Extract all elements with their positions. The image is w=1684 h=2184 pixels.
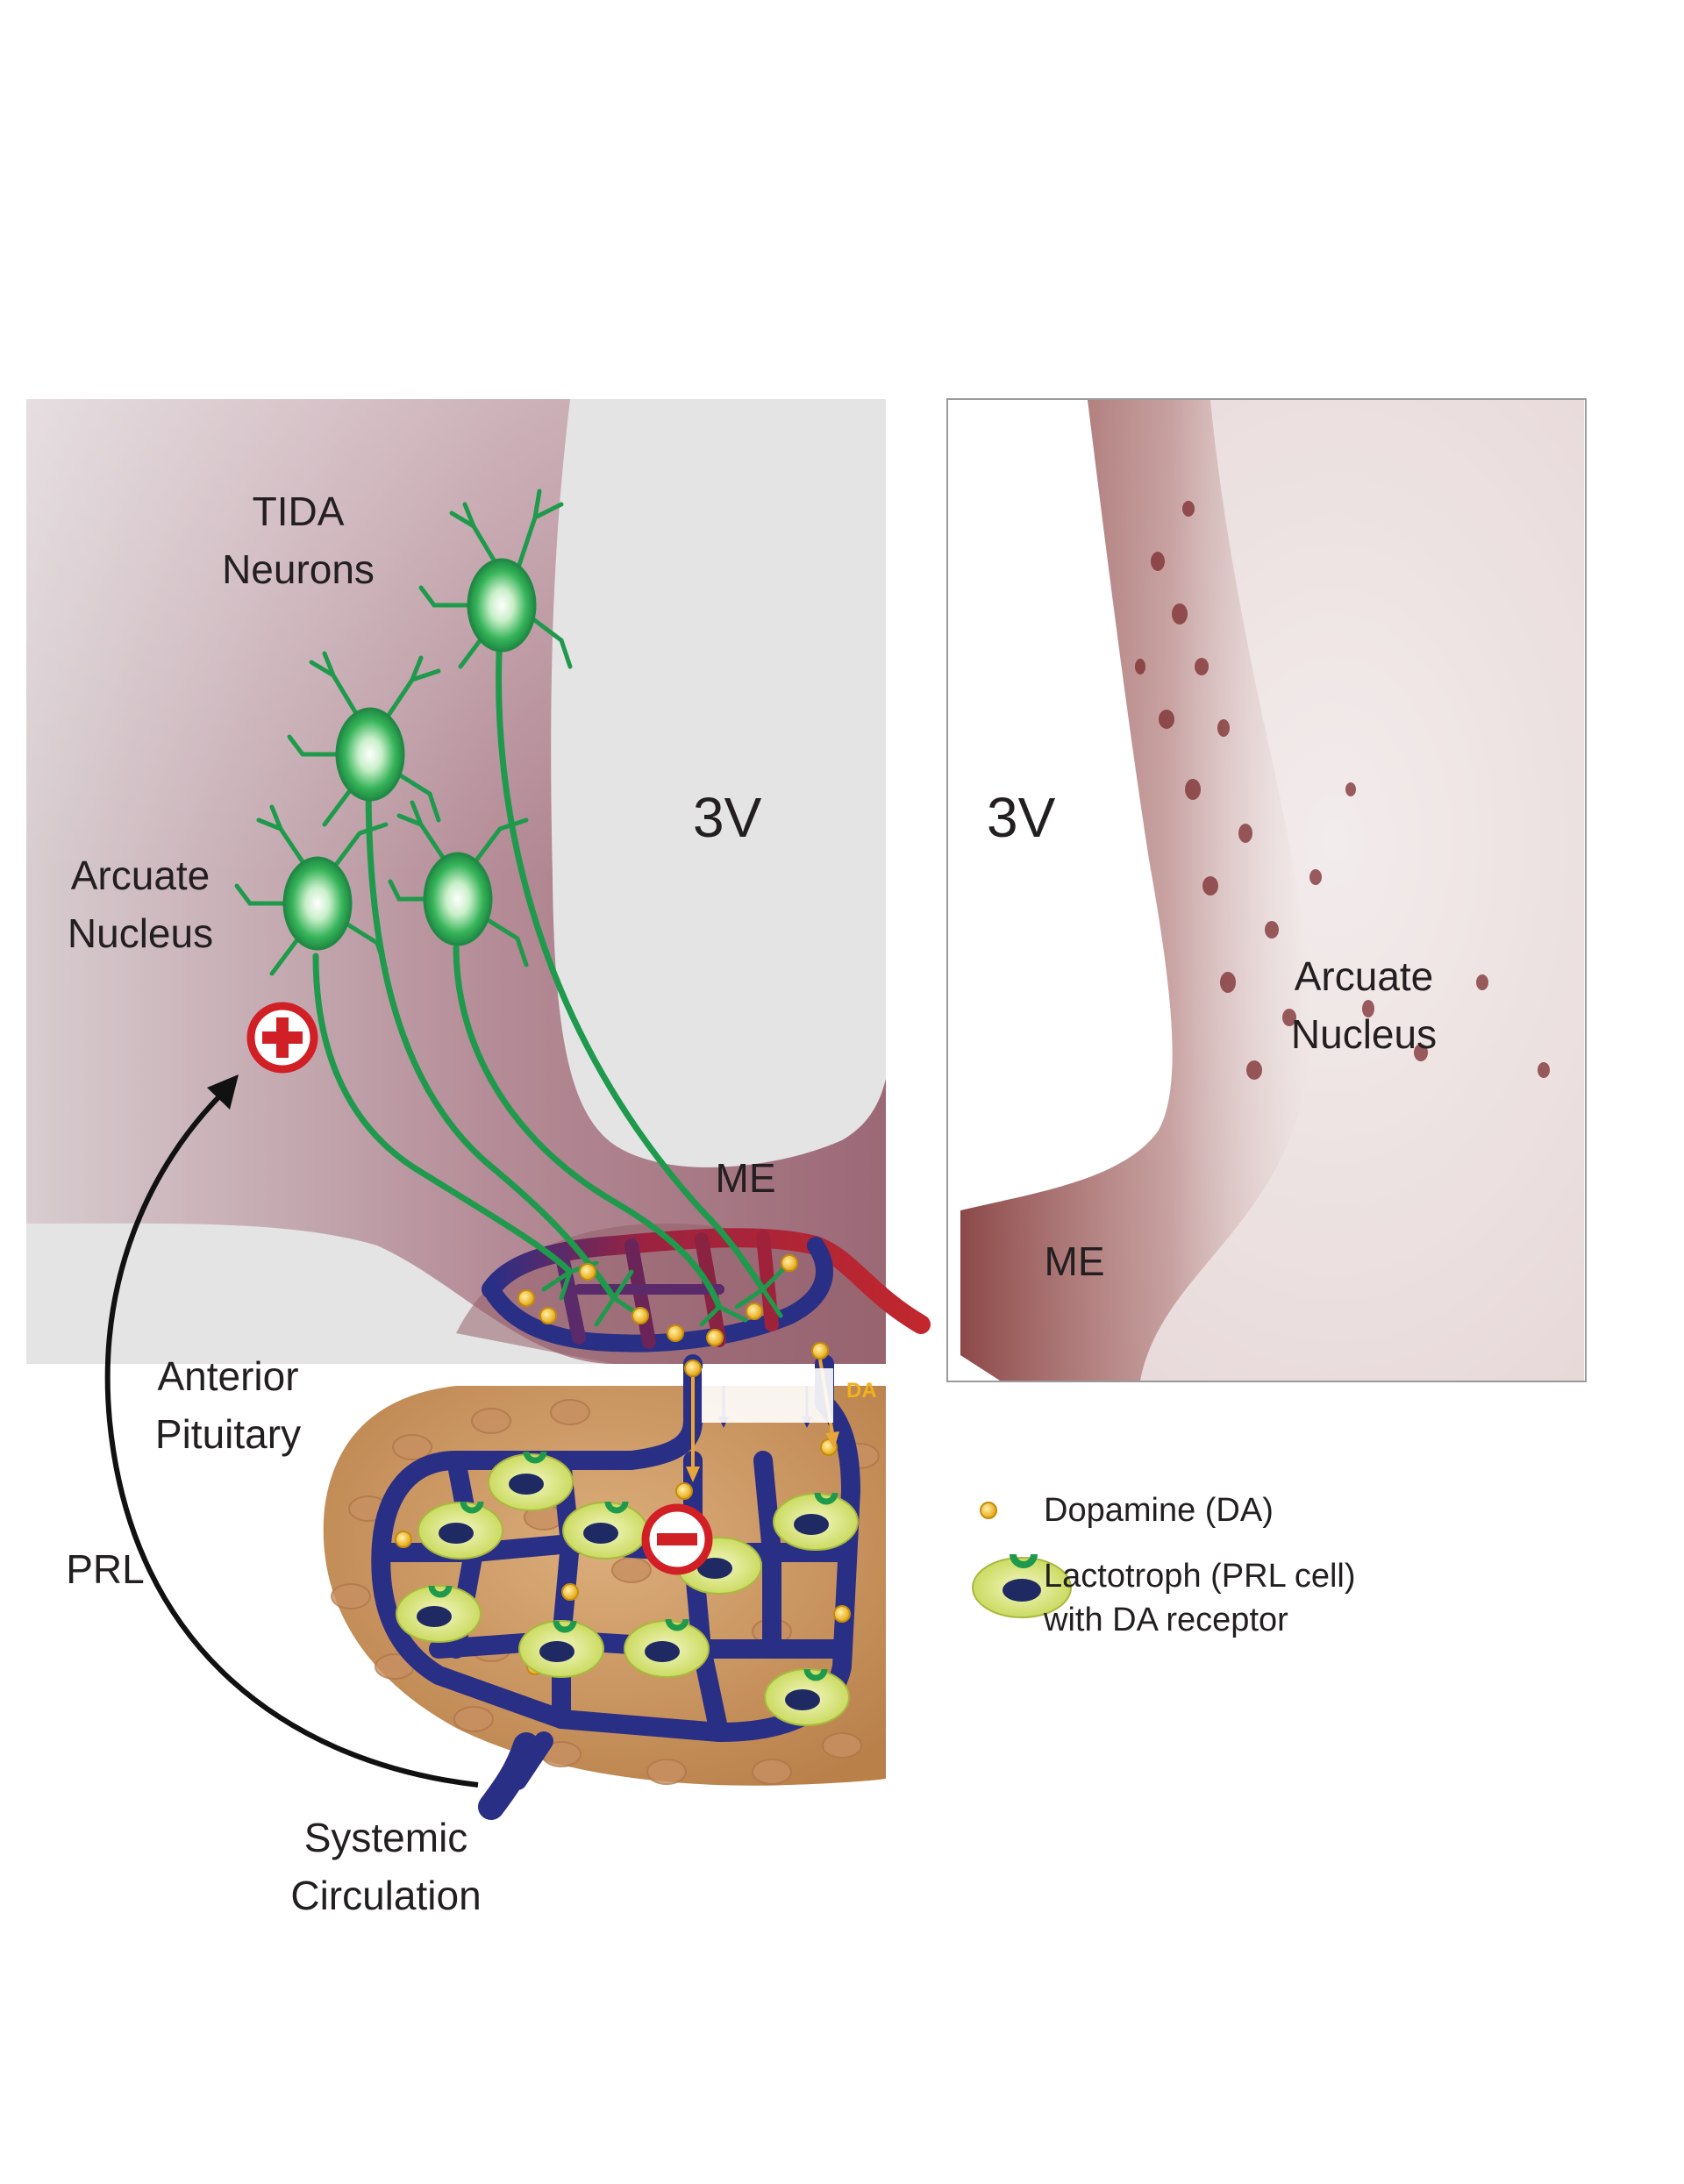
lactotroph-cell [764,1668,850,1726]
lactotroph-cell [773,1492,859,1551]
lactotroph-cell [488,1451,574,1511]
prl-arrowhead [207,1074,239,1110]
arcuate-label-right-line2: Nucleus [1290,1011,1438,1057]
tissue-highlight [26,399,570,877]
ventricle-label-right: 3V [987,786,1056,849]
tida-axons [312,632,767,1310]
legend-icons [972,1502,1072,1618]
lactotroph-cell [518,1620,604,1678]
median-eminence-label-left: ME [715,1155,776,1201]
histology-staining-band [960,400,1310,1381]
dopamine-legend-icon [980,1502,997,1519]
pituitary-background-cells [331,1399,880,1785]
lactotroph-cell [417,1501,503,1559]
prl-label: PRL [66,1546,145,1592]
stained-cell-bodies [1135,501,1550,1080]
lactotroph-cell [396,1585,482,1643]
ventricle-label-left: 3V [693,786,762,849]
lactotroph-legend-icon [972,1553,1072,1618]
inhibition-symbol [641,1503,713,1575]
tida-neuron-3 [234,804,389,976]
median-eminence-label-right: ME [1044,1238,1105,1284]
legend-dopamine-label: Dopamine (DA) [1044,1492,1274,1529]
prl-feedback-arrow [104,1089,479,1788]
circulation-label-line2: Circulation [290,1873,482,1918]
lactotroph-cell [562,1501,648,1559]
lactotroph-cell [624,1618,710,1678]
legend-lactotroph-line1: Lactotroph (PRL cell) [1044,1558,1356,1595]
stalk-gap [702,1368,833,1423]
arcuate-label-line2: Nucleus [67,910,214,956]
tida-neuron-2 [287,651,441,827]
da-label: DA [846,1379,877,1402]
tida-neuron-1 [418,489,573,669]
tida-label-line1: TIDA [252,489,345,534]
tida-label-line2: Neurons [222,546,375,592]
pituitary-label-line2: Pituitary [154,1411,302,1457]
outflow-vein [478,1732,539,1820]
circulation-label-line1: Systemic [303,1815,468,1860]
arcuate-label-line1: Arcuate [70,853,210,898]
legend-lactotroph-line2: with DA receptor [1044,1602,1288,1638]
stimulation-symbol [246,1002,318,1074]
arcuate-label-right-line1: Arcuate [1294,953,1434,999]
tida-neuron-4 [388,800,529,967]
pituitary-label-line1: Anterior [157,1353,299,1399]
